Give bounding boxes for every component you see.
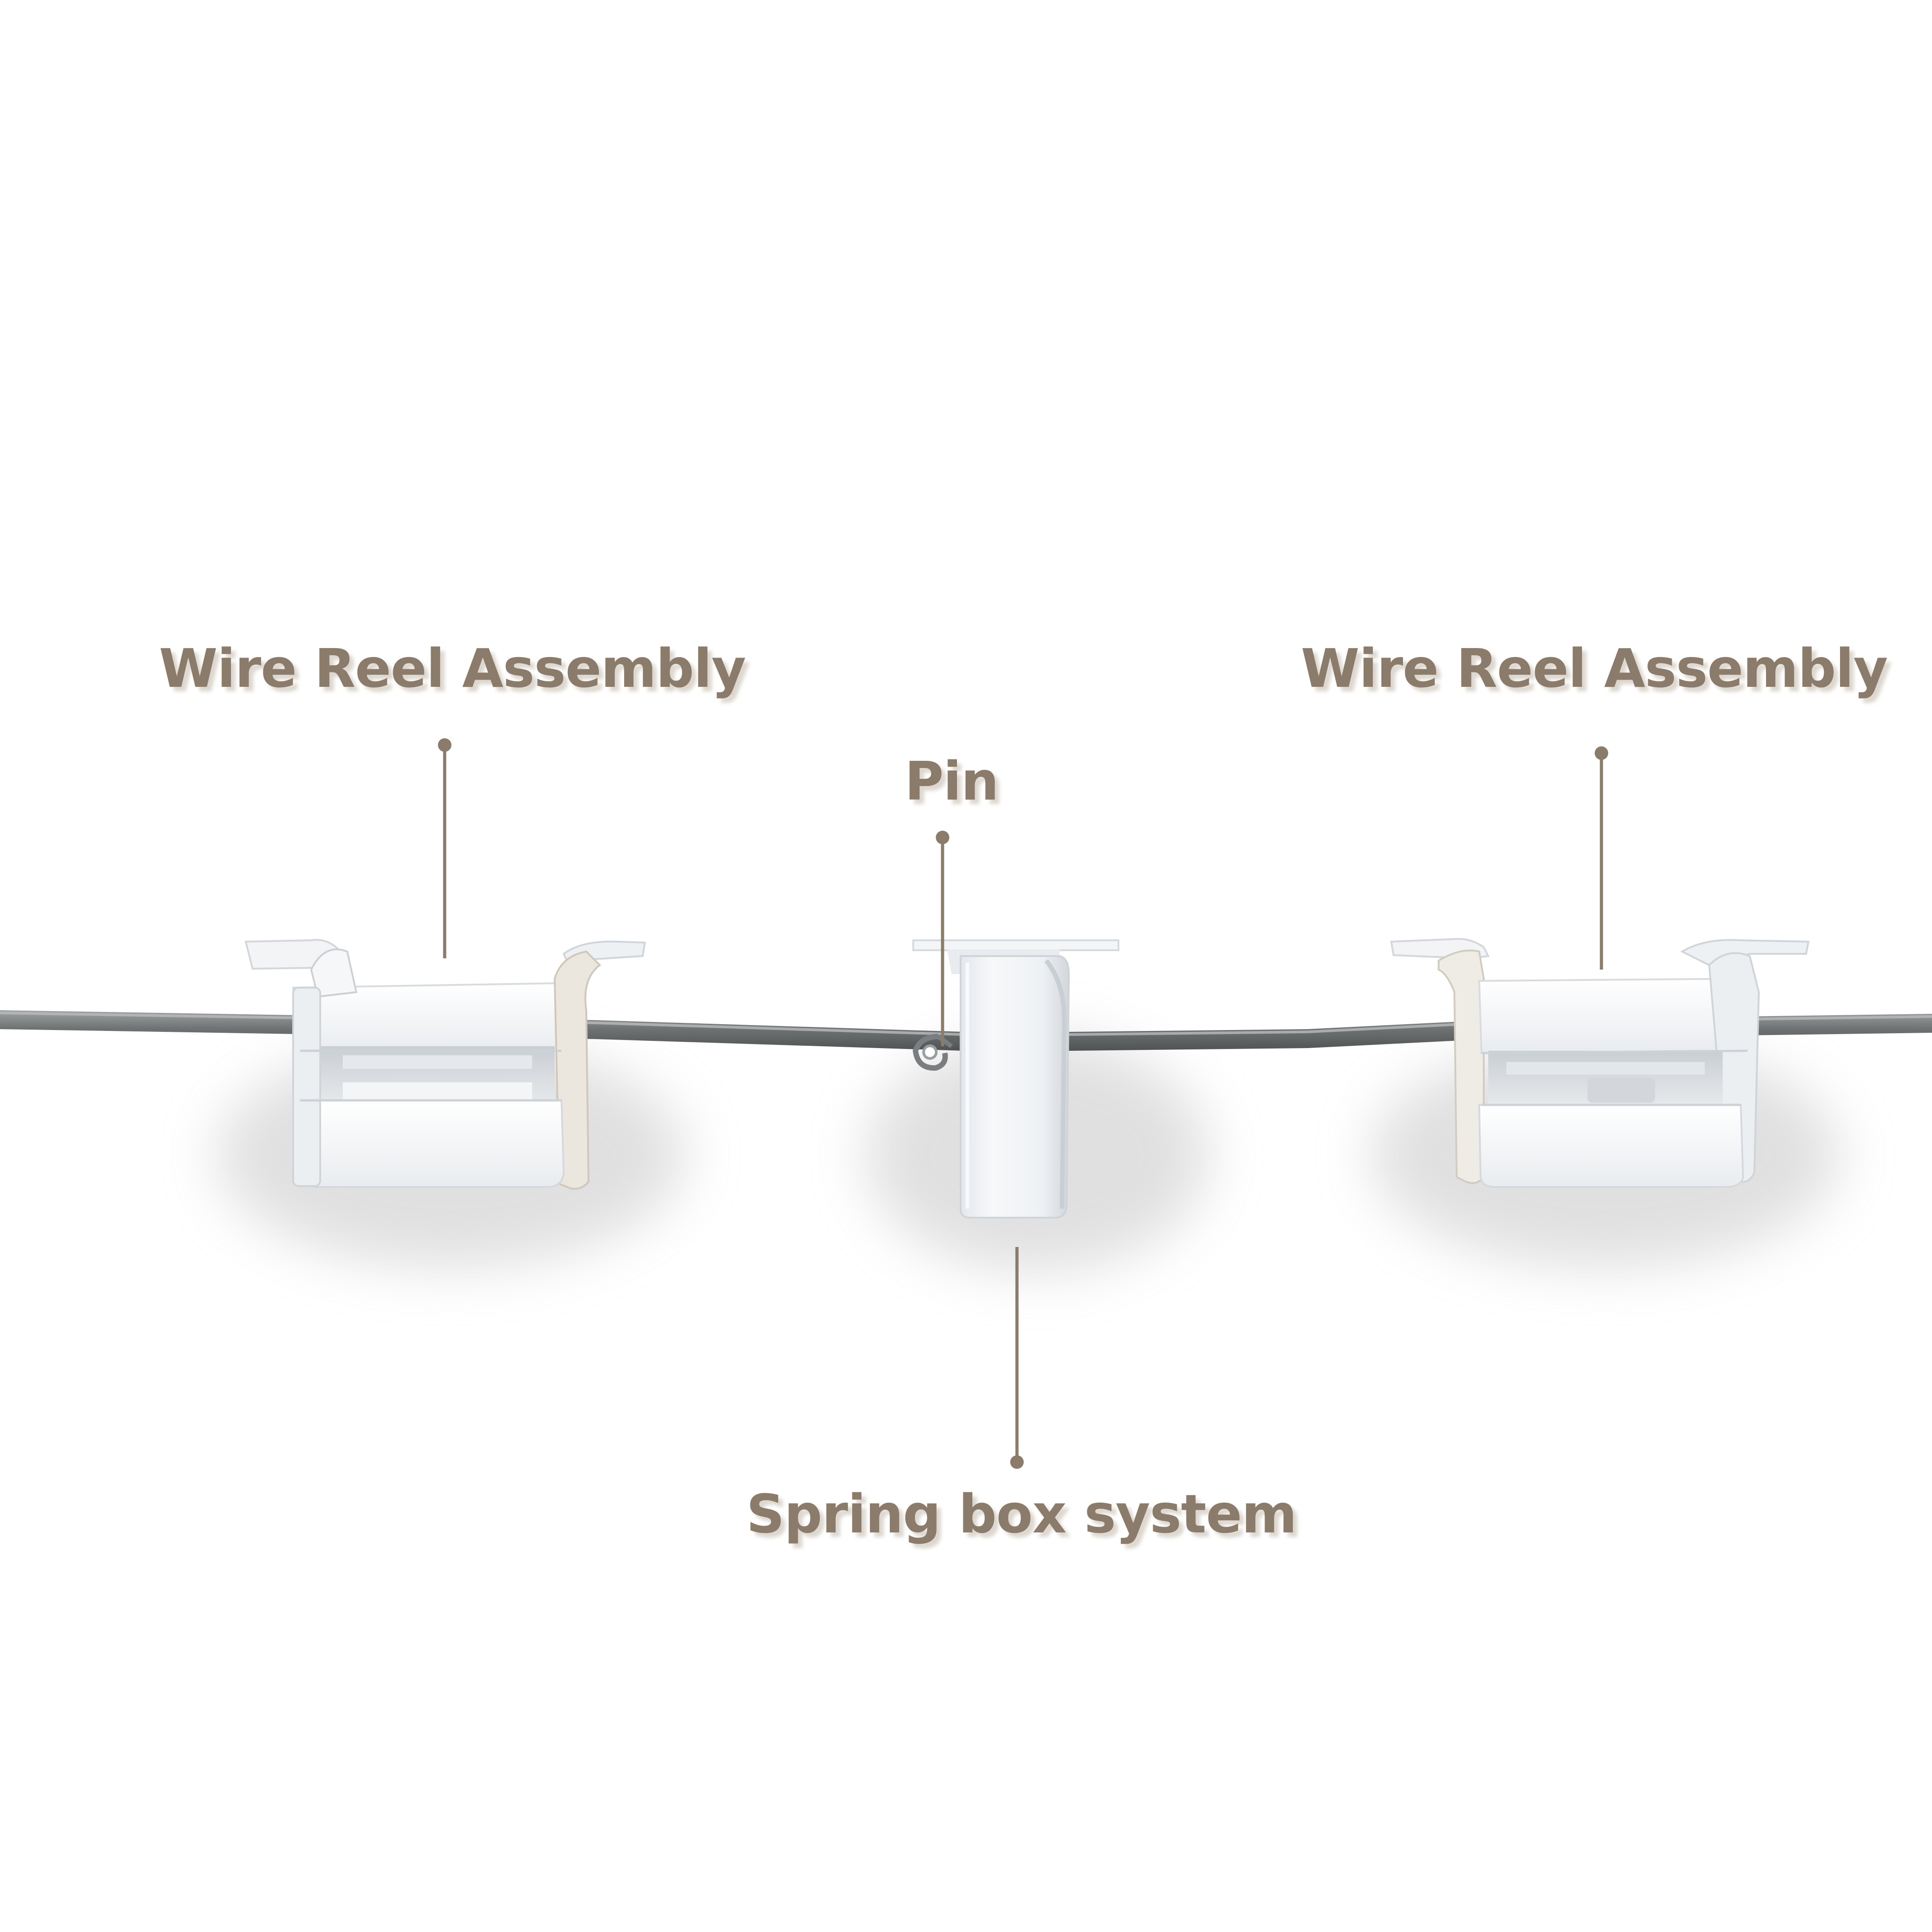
left-wire-reel-assembly: [244, 939, 646, 1190]
spring-box-leader-dot: [1010, 1455, 1024, 1469]
right-reel-leader-dot: [1595, 746, 1608, 760]
spring-box-system: [912, 939, 1119, 1219]
pin-label: Pin: [905, 750, 998, 812]
left-reel-label: Wire Reel Assembly: [159, 637, 746, 699]
left-reel-label-shadow: Wire Reel Assembly: [164, 642, 750, 704]
leader-lines: [438, 738, 1608, 1469]
spring-box-label: Spring box system: [746, 1483, 1297, 1545]
pin-clip: [912, 1034, 953, 1071]
label-shadows: Wire Reel Assembly Pin Wire Reel Assembl…: [164, 642, 1893, 1550]
labels: Wire Reel Assembly Pin Wire Reel Assembl…: [159, 637, 1888, 1545]
right-reel-label-shadow: Wire Reel Assembly: [1306, 642, 1892, 704]
spring-box-label-shadow: Spring box system: [751, 1487, 1301, 1550]
right-wire-reel-assembly: [1390, 938, 1810, 1188]
pin-label-shadow: Pin: [909, 754, 1003, 817]
left-reel-leader-dot: [438, 738, 451, 752]
pin-leader-dot: [936, 831, 949, 844]
right-reel-label: Wire Reel Assembly: [1301, 637, 1888, 699]
